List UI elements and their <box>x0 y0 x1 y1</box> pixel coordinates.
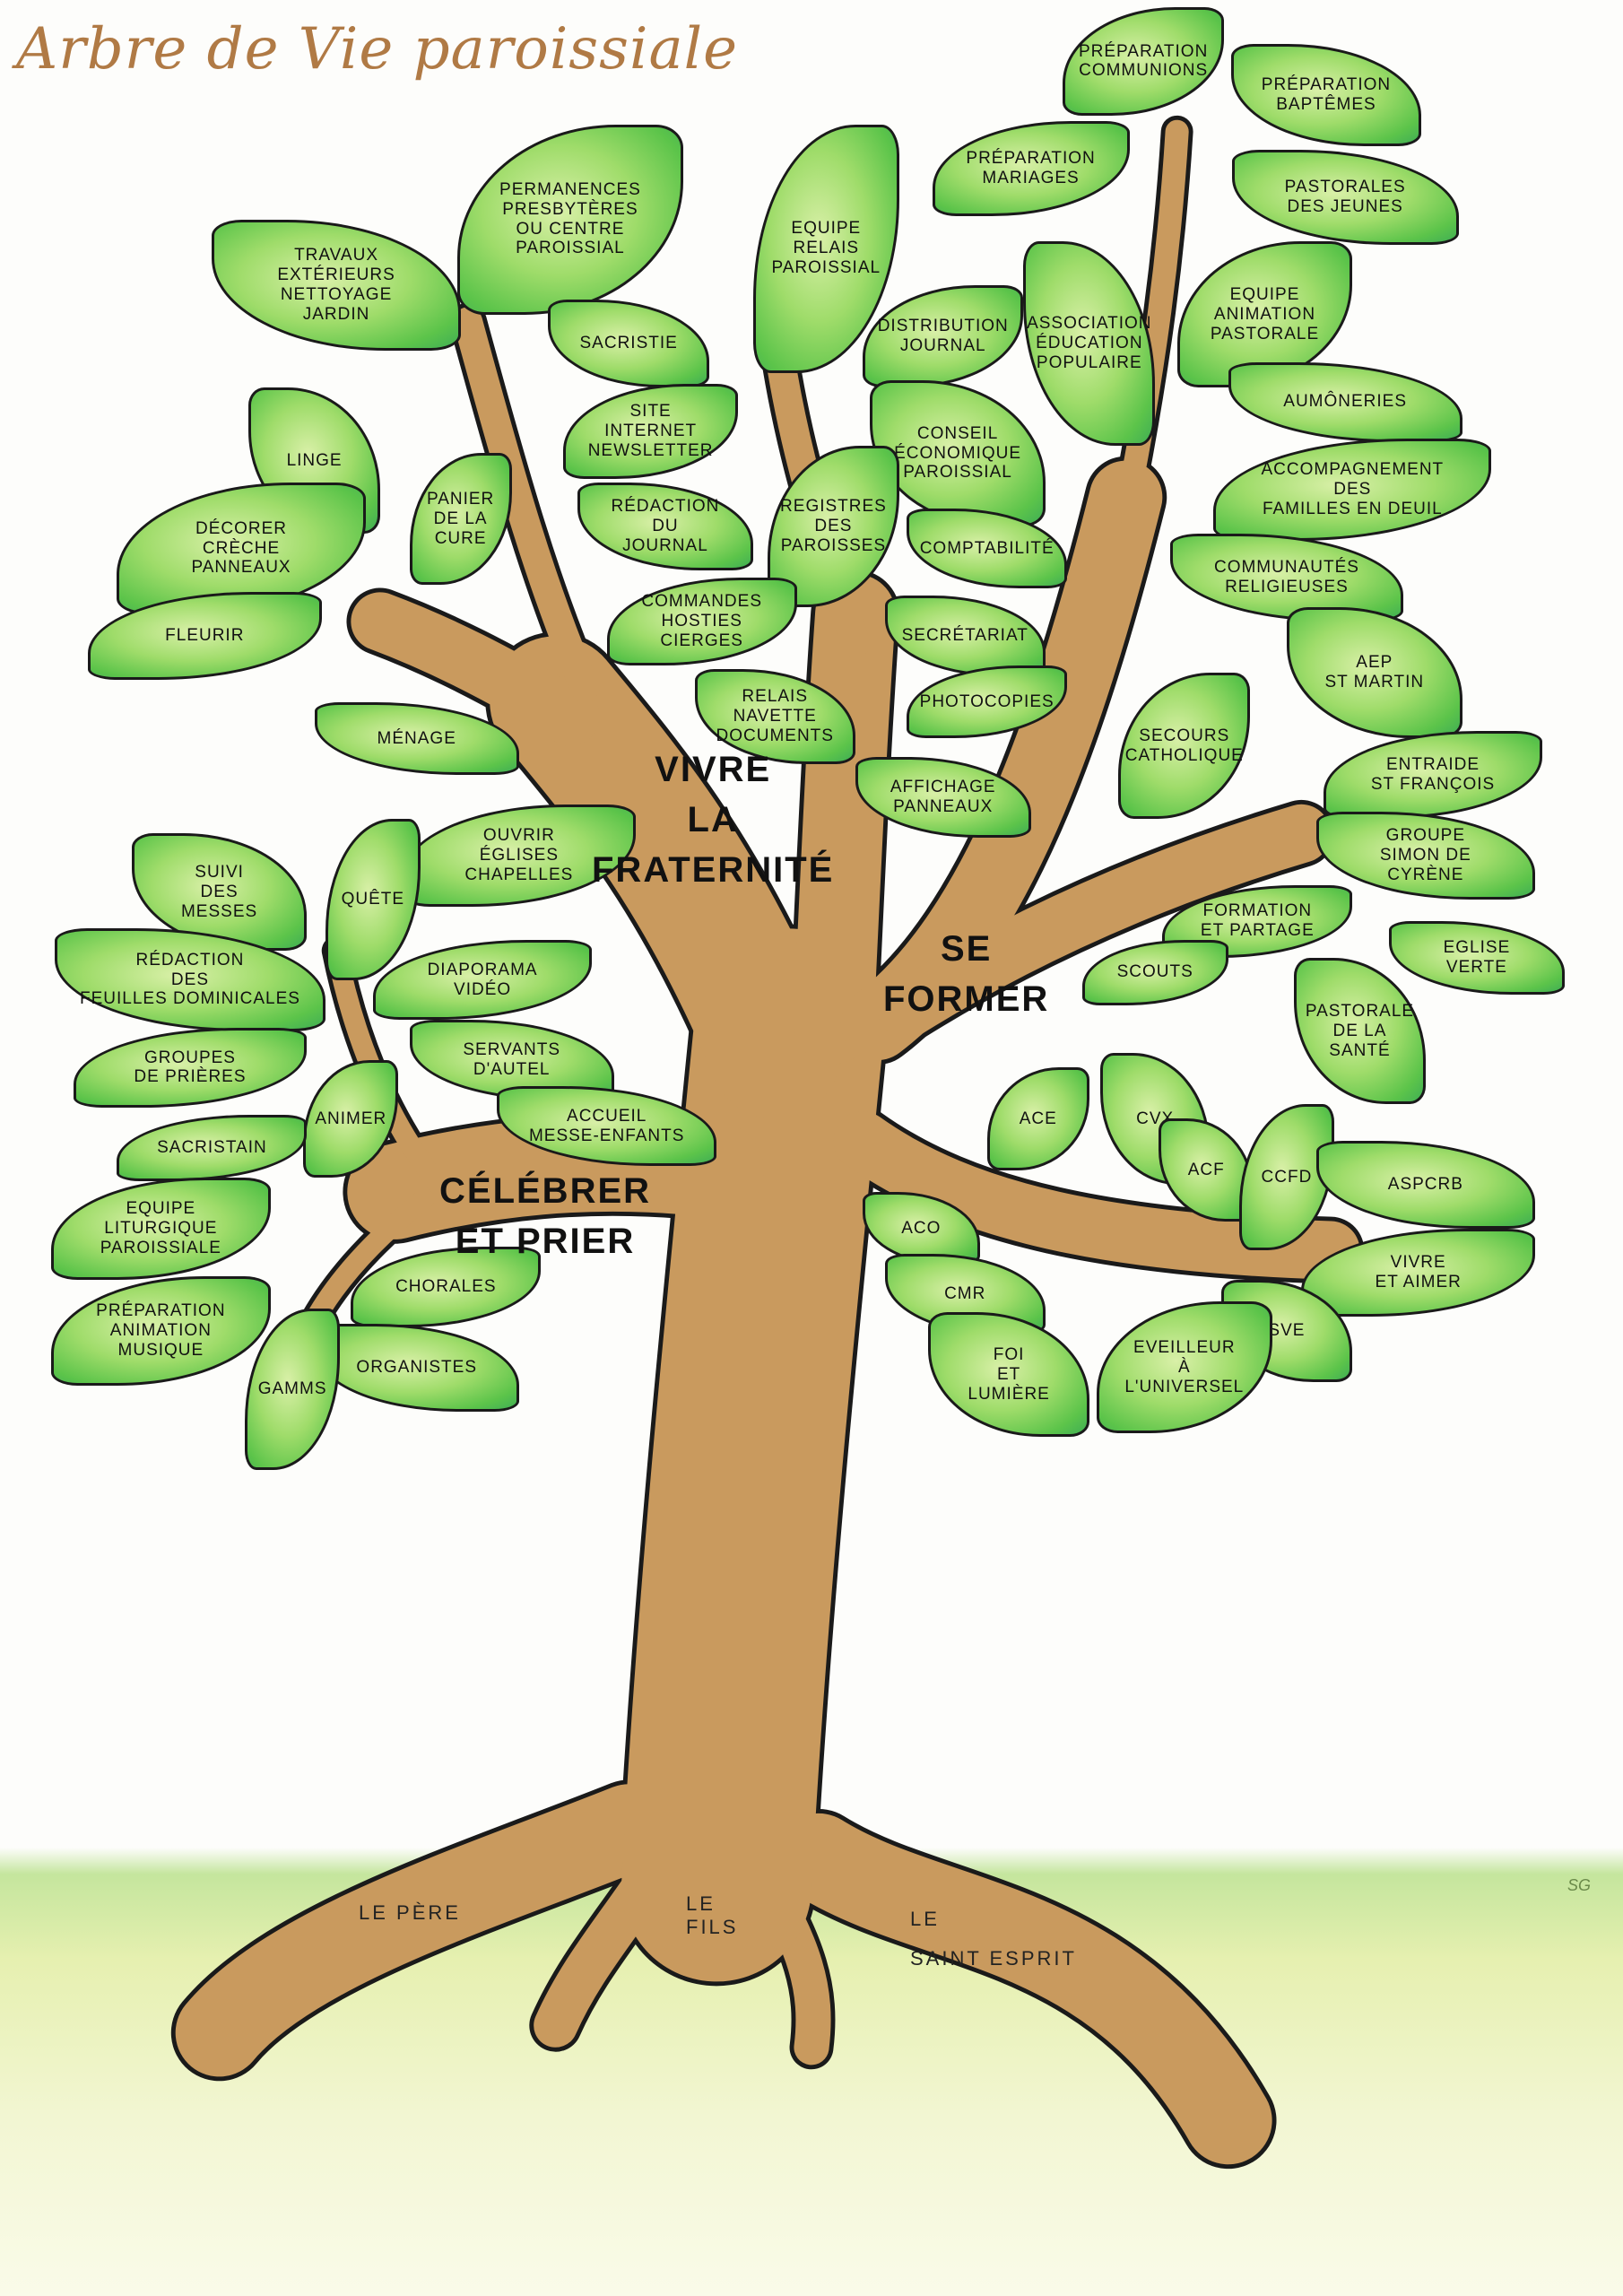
branch <box>775 1813 1272 2165</box>
trunk-label-celebrer-et-prier: Célébrer et Prier <box>439 1171 652 1261</box>
branch <box>351 592 600 746</box>
branch <box>621 928 885 1982</box>
root-label-le-saint-esprit: LE SAINT ESPRIT <box>910 1908 1077 1970</box>
branch <box>877 804 1331 1039</box>
branch <box>793 574 896 1065</box>
root-label-le-fils: LE FILS <box>686 1892 739 1938</box>
root-label-le-pere: LE PÈRE <box>359 1901 461 1924</box>
branch <box>453 307 600 702</box>
branch <box>175 1784 673 2077</box>
artist-signature: SG <box>1567 1876 1592 1894</box>
branch <box>1114 119 1189 524</box>
page-title: Arbre de Vie paroissiale <box>16 16 738 83</box>
trunk-label-vivre-la-fraternite: Vivre la Fraternité <box>592 750 835 890</box>
trunk-label-se-former: Se Former <box>883 929 1050 1019</box>
